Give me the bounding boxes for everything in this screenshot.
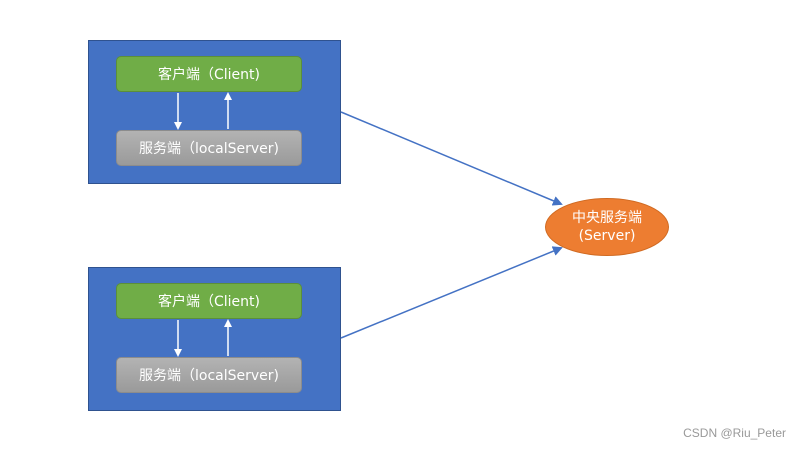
connector-group-1-to-server <box>340 111 563 206</box>
central-server-node: 中央服务端 (Server) <box>545 198 669 256</box>
central-server-label: 中央服务端 <box>572 210 642 226</box>
client-node-1: 客户端（Client) <box>116 56 302 92</box>
connector-group-2-to-server <box>340 246 563 339</box>
watermark: CSDN @Riu_Peter <box>683 426 786 440</box>
local-server-node-2: 服务端（localServer) <box>116 357 302 393</box>
local-server-node-1: 服务端（localServer) <box>116 130 302 166</box>
central-server-sublabel: (Server) <box>578 228 636 244</box>
client-node-2: 客户端（Client) <box>116 283 302 319</box>
